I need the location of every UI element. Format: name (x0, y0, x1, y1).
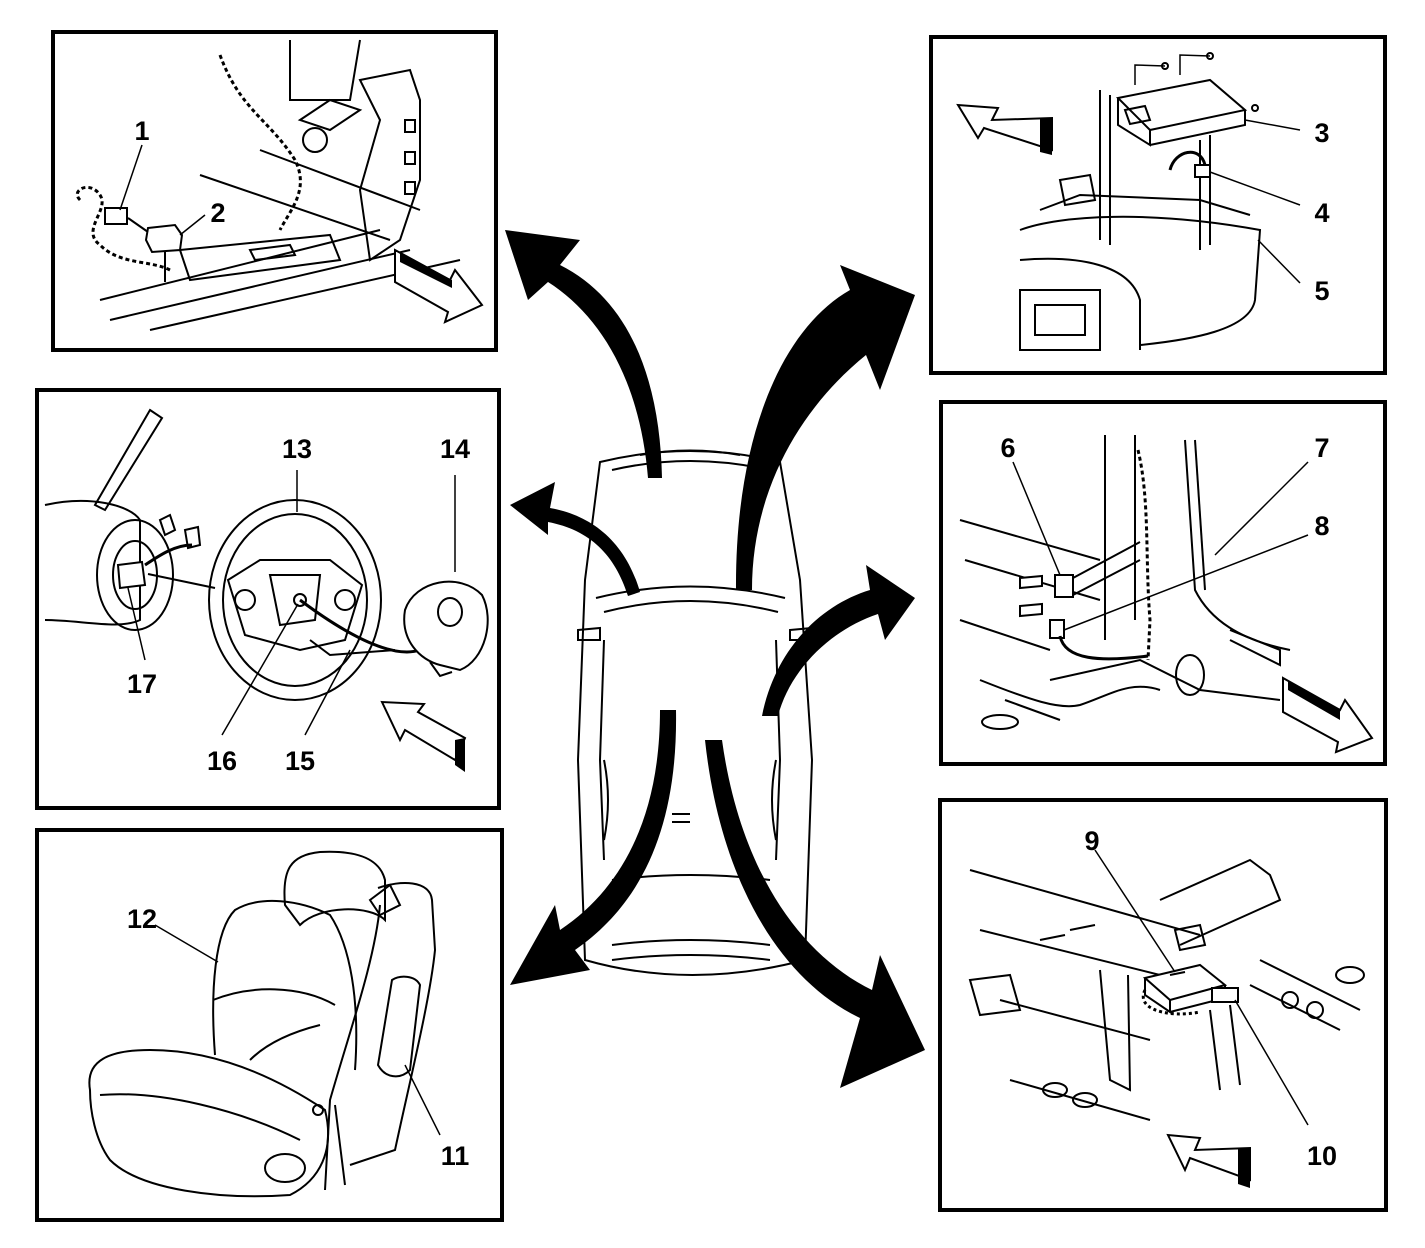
panel-seat-side-airbag: 12 11 (35, 828, 504, 1222)
direction-arrow-icon (394, 248, 484, 324)
curved-pointer-arrow-icon (505, 230, 925, 1088)
callout-16: 16 (207, 746, 237, 776)
callout-1: 1 (134, 116, 149, 146)
panel-steering-wheel: 13 14 17 16 15 (35, 388, 501, 810)
callout-12: 12 (127, 904, 157, 934)
callout-3: 3 (1314, 118, 1329, 148)
callout-15: 15 (285, 746, 315, 776)
callout-5: 5 (1314, 276, 1329, 306)
panel-pillar-sensor: 6 7 8 (939, 400, 1387, 766)
direction-arrow-icon (1282, 676, 1374, 754)
panel-floor-connector: 1 2 (51, 30, 498, 352)
callout-7: 7 (1314, 433, 1329, 463)
callout-2: 2 (210, 198, 225, 228)
callout-8: 8 (1314, 511, 1329, 541)
callout-10: 10 (1307, 1141, 1337, 1171)
panel-floor-sensing-module: 9 10 (938, 798, 1388, 1212)
callout-11: 11 (441, 1141, 470, 1171)
callout-9: 9 (1084, 826, 1099, 856)
direction-arrow-icon (1166, 1133, 1251, 1188)
callout-6: 6 (1000, 433, 1015, 463)
callout-17: 17 (127, 669, 157, 699)
direction-arrow-icon (956, 103, 1053, 155)
panel-console-module: 3 4 5 (929, 35, 1387, 375)
callout-4: 4 (1314, 198, 1329, 228)
callout-14: 14 (440, 434, 470, 464)
direction-arrow-icon (380, 700, 467, 772)
callout-13: 13 (282, 434, 312, 464)
